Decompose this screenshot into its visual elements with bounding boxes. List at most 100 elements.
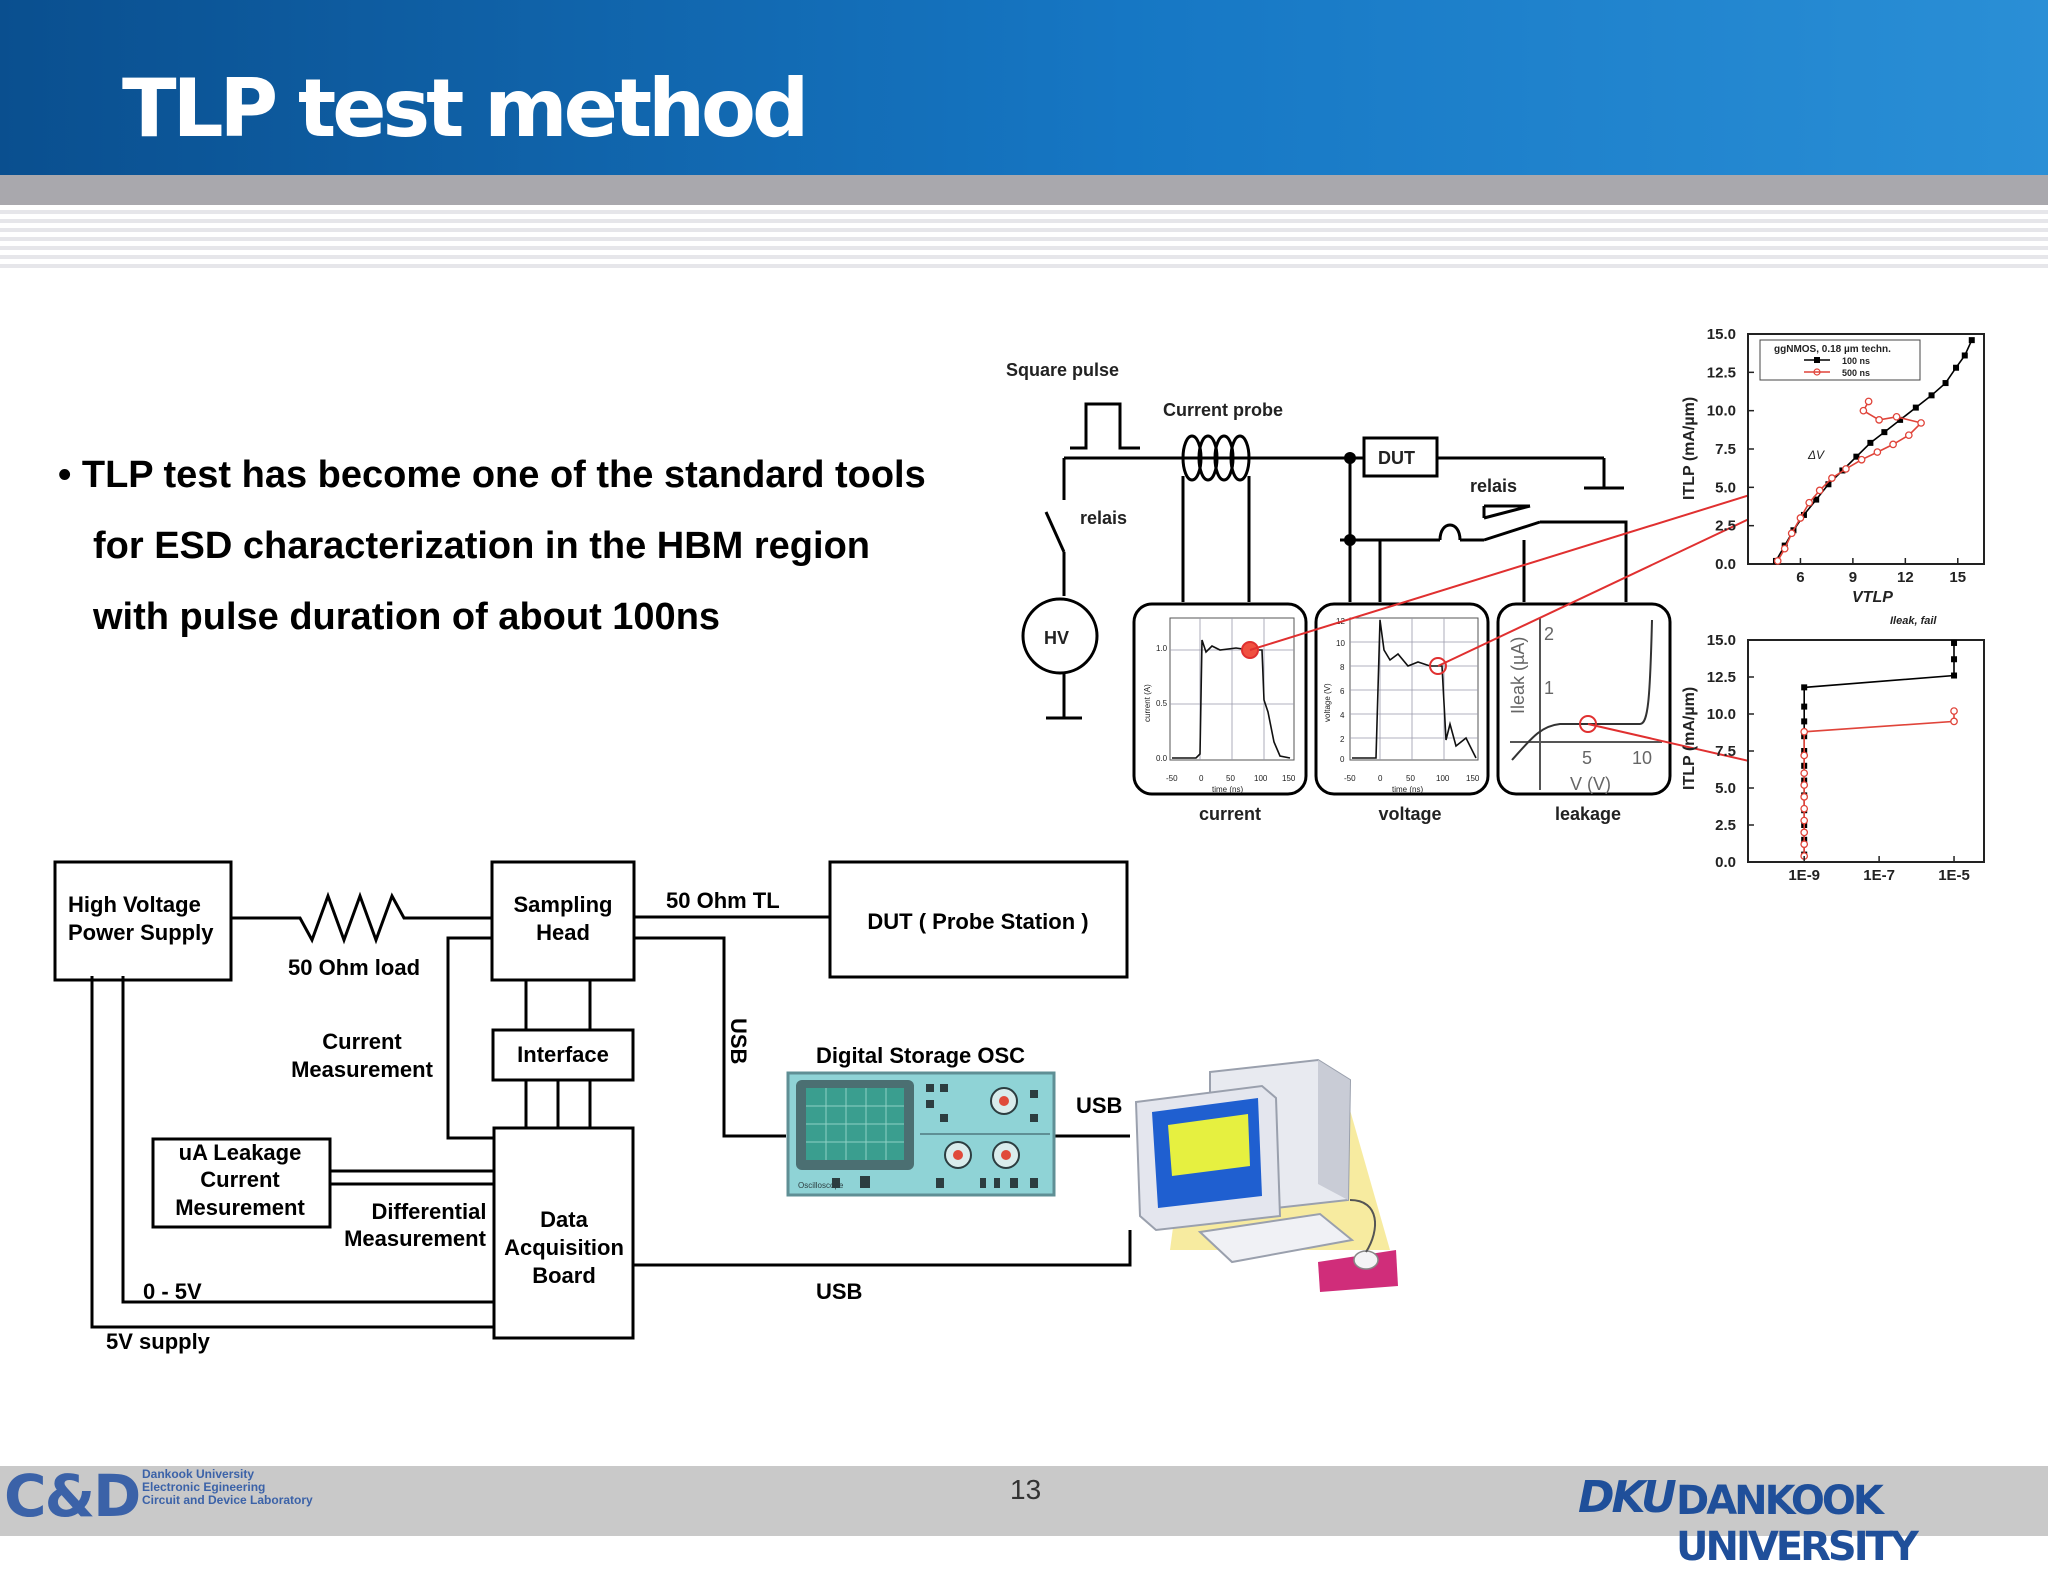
svg-text:50: 50 xyxy=(1226,774,1235,783)
iv-chart-series-2-point xyxy=(1904,431,1913,440)
usb-vertical-label: USB xyxy=(726,1018,751,1064)
iv-chart-series-2-point xyxy=(1796,514,1805,522)
iv-chart-series-1-point xyxy=(1881,429,1888,436)
cd-logo: C&D xyxy=(4,1462,141,1530)
voltage-panel: 12 10 8 6 4 2 0 -50 0 50 100 150 time (n… xyxy=(1314,602,1490,796)
panel-label-voltage: voltage xyxy=(1378,804,1441,824)
daq-label-3: Board xyxy=(532,1263,596,1288)
interface-label: Interface xyxy=(517,1042,609,1067)
leak-chart-ytick: 15.0 xyxy=(1707,632,1736,649)
svg-text:100: 100 xyxy=(1254,774,1268,783)
leak-chart-series-1-point xyxy=(1951,672,1958,679)
svg-text:10: 10 xyxy=(1336,639,1345,648)
iv-chart-series-1-point xyxy=(1942,380,1949,387)
leak-chart-series-2-point xyxy=(1950,717,1958,726)
iv-chart-series-2-point xyxy=(1917,419,1925,427)
iv-chart-series-2-point xyxy=(1864,397,1873,406)
iv-chart: ggNMOS, 0.18 µm techn. 100 ns 500 ns 15.… xyxy=(1681,326,1985,606)
bullet-text: • TLP test has become one of the standar… xyxy=(58,440,926,653)
bullet-line-2: for ESD characterization in the HBM regi… xyxy=(93,525,870,567)
leak-chart-ytick: 7.5 xyxy=(1715,743,1736,760)
leak-chart-ytick: 2.5 xyxy=(1715,817,1736,834)
svg-text:voltage (V): voltage (V) xyxy=(1323,683,1332,722)
svg-text:0.5: 0.5 xyxy=(1156,699,1168,708)
iv-chart-series-2-point xyxy=(1873,448,1882,456)
iv-chart-series-2-point xyxy=(1780,544,1789,553)
v05-label: 0 - 5V xyxy=(143,1279,202,1304)
iv-chart-ytick: 7.5 xyxy=(1715,441,1736,458)
leak-chart-series-2-point xyxy=(1800,816,1809,825)
leak-chart-series-1-point xyxy=(1951,656,1958,663)
tl-label: 50 Ohm TL xyxy=(666,888,780,913)
svg-text:10: 10 xyxy=(1632,748,1652,768)
leak-chart-series-2-point xyxy=(1800,781,1809,789)
leak-chart-series-2-point xyxy=(1800,793,1809,801)
sampling-head-box xyxy=(490,860,636,982)
svg-text:5: 5 xyxy=(1582,748,1592,768)
bullet-line-3: with pulse duration of about 100ns xyxy=(93,596,721,638)
svg-text:current (A): current (A) xyxy=(1143,684,1152,722)
current-meas-label-2: Measurement xyxy=(291,1057,434,1082)
iv-chart-xtick: 12 xyxy=(1897,569,1914,586)
iv-legend-box xyxy=(1759,339,1921,381)
svg-text:6: 6 xyxy=(1340,687,1345,696)
svg-text:4: 4 xyxy=(1340,711,1345,720)
iv-chart-series-1-point xyxy=(1853,453,1860,460)
sampling-head-label-2: Head xyxy=(536,920,590,945)
usb-bottom-label: USB xyxy=(816,1279,862,1304)
iv-chart-series-1-point xyxy=(1800,511,1807,518)
iv-chart-ytick: 0.0 xyxy=(1715,556,1736,573)
dut-probe-label: DUT ( Probe Station ) xyxy=(867,909,1088,934)
iv-chart-ytick: 2.5 xyxy=(1715,518,1736,535)
leak-chart-ytick: 10.0 xyxy=(1707,706,1736,723)
iv-chart-series-2-point xyxy=(1842,465,1850,473)
title-bar xyxy=(0,0,2048,175)
daq-label-1: Data xyxy=(540,1207,588,1232)
svg-text:0.0: 0.0 xyxy=(1156,754,1168,763)
slide-title: TLP test method xyxy=(122,62,809,155)
leak-chart-xtick: 1E-9 xyxy=(1788,867,1820,884)
leak-chart-ytick: 12.5 xyxy=(1707,669,1736,686)
iv-chart-ytick: 15.0 xyxy=(1707,326,1736,343)
iv-chart-series-2-point xyxy=(1805,498,1814,507)
leak-chart-series-2-point xyxy=(1800,727,1809,736)
svg-text:1.0: 1.0 xyxy=(1156,644,1168,653)
dut-box xyxy=(828,860,1129,979)
iv-chart-xtick: 6 xyxy=(1796,569,1804,586)
iv-chart-series-1-point xyxy=(1897,416,1904,423)
current-meas-label-1: Current xyxy=(322,1029,402,1054)
sampling-head-label-1: Sampling xyxy=(513,892,612,917)
iv-chart-series-1-point xyxy=(1968,337,1975,344)
leak-chart-series-2-point xyxy=(1950,707,1958,715)
header-gray-band xyxy=(0,175,2048,205)
relais-right-label: relais xyxy=(1470,476,1517,496)
page-number: 13 xyxy=(1010,1474,1042,1505)
svg-text:time (ns): time (ns) xyxy=(1212,785,1243,794)
iv-xlabel: VTLP xyxy=(1852,589,1893,606)
hv-ps-label-1: High Voltage xyxy=(68,892,201,917)
iv-chart-series-2-point xyxy=(1773,557,1782,565)
leak-chart-xtick: 1E-5 xyxy=(1938,867,1970,884)
leakage-label-1: uA Leakage xyxy=(179,1140,302,1165)
iv-chart-series-2-point xyxy=(1815,486,1824,495)
square-pulse-label: Square pulse xyxy=(1006,360,1119,380)
iv-chart-series-2-point xyxy=(1892,412,1901,421)
usb-osc-label: USB xyxy=(1076,1093,1122,1118)
iv-chart-series-2-point xyxy=(1875,416,1883,424)
leakage-label-2: Current xyxy=(200,1167,280,1192)
footer-bar xyxy=(0,1466,2048,1536)
iv-chart-xtick: 15 xyxy=(1949,569,1966,586)
iv-chart-ytick: 10.0 xyxy=(1707,403,1736,420)
svg-text:50: 50 xyxy=(1406,774,1415,783)
header-stripes xyxy=(0,205,2048,270)
relais-right-switch xyxy=(1483,504,1531,520)
leak-chart-series-2-point xyxy=(1800,769,1809,778)
panel-label-current: current xyxy=(1199,804,1261,824)
hv-source xyxy=(1021,597,1099,675)
leak-xlabel: Ileak, fail xyxy=(1890,615,1937,627)
iv-legend-500ns: 500 ns xyxy=(1842,368,1870,378)
svg-text:100: 100 xyxy=(1436,774,1450,783)
iv-chart-series-1-point xyxy=(1953,364,1960,371)
dankook-university-logo: DANKOOK UNIVERSITY xyxy=(1676,1478,1919,1570)
